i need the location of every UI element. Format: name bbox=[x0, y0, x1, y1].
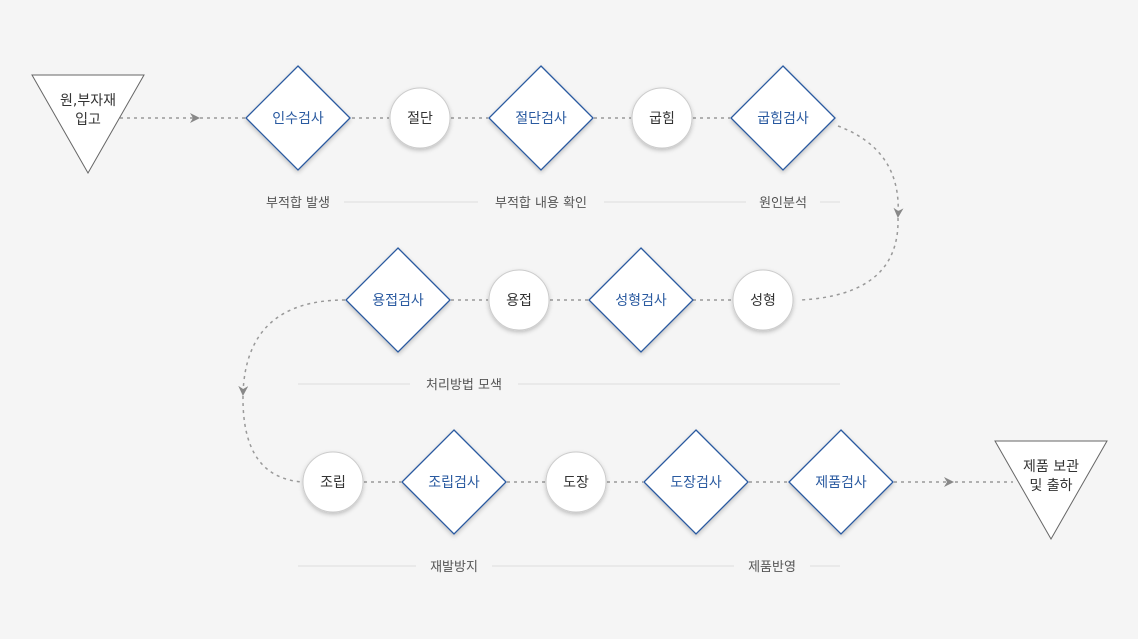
row3-labels: 재발방지 제품반영 bbox=[416, 556, 810, 576]
circle-shape bbox=[545, 451, 607, 513]
circle-shape bbox=[631, 87, 693, 149]
step-label: 도장 bbox=[563, 475, 589, 491]
label-bg bbox=[410, 374, 518, 394]
step-circle: 도장 bbox=[545, 451, 607, 513]
label-bg bbox=[478, 192, 604, 212]
step-label: 제품검사 bbox=[815, 475, 867, 491]
label-bg bbox=[734, 556, 810, 576]
circle-shape bbox=[732, 269, 794, 331]
step-circle: 용접 bbox=[488, 269, 550, 331]
step-label: 용접 bbox=[506, 293, 532, 309]
step-diamond: 용접검사 bbox=[345, 247, 451, 353]
flow-label: 부적합 내용 확인 bbox=[495, 196, 587, 211]
connectors bbox=[120, 113, 1013, 487]
diamond-shape bbox=[401, 429, 507, 535]
step-diamond: 절단검사 bbox=[488, 65, 594, 171]
row1-labels: 부적합 발생 부적합 내용 확인 원인분석 bbox=[252, 192, 820, 212]
step-diamond: 인수검사 bbox=[245, 65, 351, 171]
label-bg bbox=[252, 192, 344, 212]
step-circle: 성형 bbox=[732, 269, 794, 331]
row2-labels: 처리방법 모색 bbox=[410, 374, 518, 394]
start-line-1: 원,부자재 bbox=[60, 93, 116, 109]
step-diamond: 조립검사 bbox=[401, 429, 507, 535]
diamond-shape bbox=[730, 65, 836, 171]
end-line-2: 및 출하 bbox=[1029, 478, 1072, 494]
step-diamond: 도장검사 bbox=[643, 429, 749, 535]
flow-label: 원인분석 bbox=[759, 196, 807, 211]
step-label: 절단검사 bbox=[515, 111, 567, 127]
step-label: 굽힘검사 bbox=[757, 111, 809, 127]
step-diamond: 굽힘검사 bbox=[730, 65, 836, 171]
step-label: 용접검사 bbox=[372, 293, 424, 309]
step-label: 절단 bbox=[407, 111, 433, 127]
flow-label: 제품반영 bbox=[748, 560, 796, 575]
end-triangle bbox=[994, 440, 1108, 541]
step-label: 조립검사 bbox=[428, 475, 480, 491]
step-diamond: 성형검사 bbox=[588, 247, 694, 353]
step-circle: 조립 bbox=[302, 451, 364, 513]
step-label: 성형검사 bbox=[615, 293, 667, 309]
start-node: 원,부자재 입고 bbox=[31, 74, 145, 175]
connector-curve-right bbox=[837, 125, 904, 218]
end-line-1: 제품 보관 bbox=[1023, 459, 1079, 475]
diamond-shape bbox=[588, 247, 694, 353]
circle-shape bbox=[302, 451, 364, 513]
circle-shape bbox=[488, 269, 550, 331]
diamond-shape bbox=[345, 247, 451, 353]
connector-curve-left bbox=[238, 299, 346, 396]
start-line-2: 입고 bbox=[75, 112, 101, 128]
diamond-shape bbox=[643, 429, 749, 535]
label-bg bbox=[416, 556, 492, 576]
start-triangle bbox=[31, 74, 145, 175]
connector-curve-right-lower bbox=[799, 217, 899, 301]
flow-label: 처리방법 모색 bbox=[426, 378, 502, 393]
step-label: 성형 bbox=[750, 293, 776, 309]
step-circle: 절단 bbox=[389, 87, 451, 149]
flow-label: 재발방지 bbox=[430, 560, 478, 575]
diamond-shape bbox=[245, 65, 351, 171]
flow-label: 부적합 발생 bbox=[266, 196, 330, 211]
step-label: 조립 bbox=[320, 475, 346, 491]
connector-curve-left-lower bbox=[242, 395, 304, 483]
step-diamond: 제품검사 bbox=[788, 429, 894, 535]
step-label: 도장검사 bbox=[670, 475, 722, 491]
step-label: 굽힘 bbox=[649, 111, 675, 127]
row3-steps: 조립 조립검사 도장 도장검사 제품검사 bbox=[302, 429, 894, 535]
label-bg bbox=[746, 192, 820, 212]
step-circle: 굽힘 bbox=[631, 87, 693, 149]
diamond-shape bbox=[788, 429, 894, 535]
end-node: 제품 보관 및 출하 bbox=[994, 440, 1108, 541]
row1-steps: 인수검사 절단 절단검사 굽힘 굽힘검사 bbox=[245, 65, 836, 171]
diamond-shape bbox=[488, 65, 594, 171]
step-label: 인수검사 bbox=[272, 111, 324, 127]
row2-steps: 용접검사 용접 성형검사 성형 bbox=[345, 247, 794, 353]
circle-shape bbox=[389, 87, 451, 149]
